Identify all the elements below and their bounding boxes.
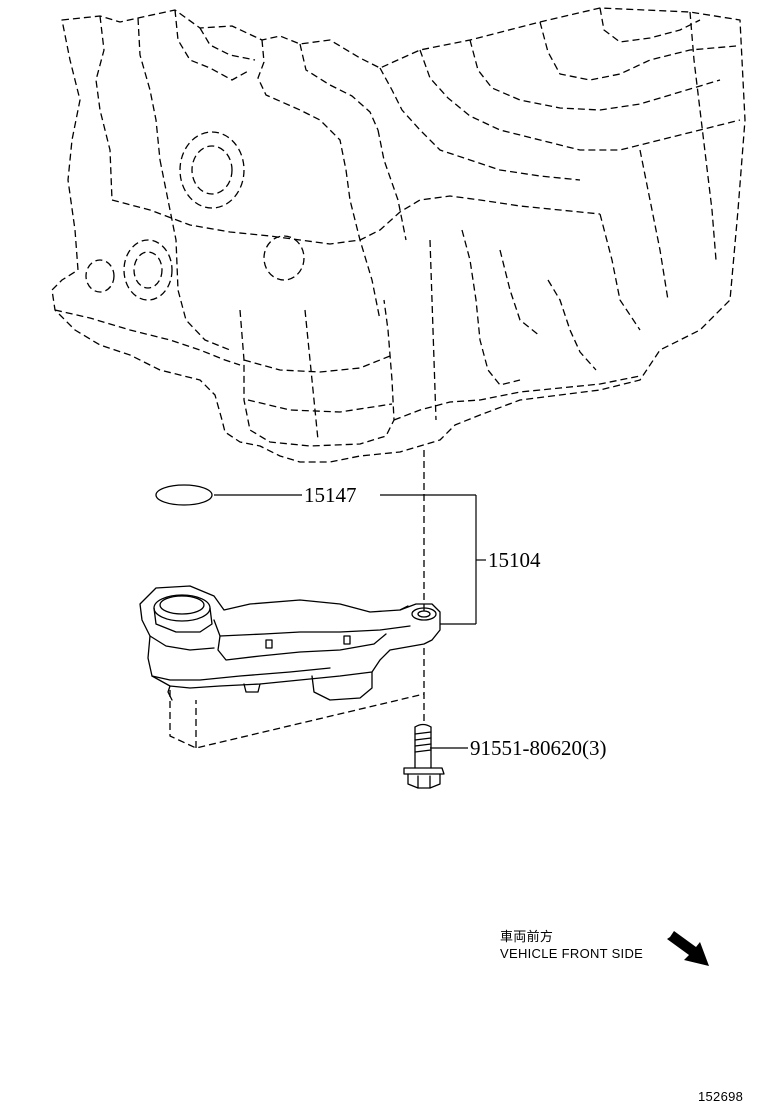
engine-block-outline xyxy=(51,7,746,463)
direction-label-english: VEHICLE FRONT SIDE xyxy=(500,946,643,961)
illustration-id: 152698 xyxy=(698,1089,743,1104)
flange-bolt-part xyxy=(403,723,445,789)
leader-lines xyxy=(214,494,486,749)
direction-label-japanese: 車両前方 xyxy=(500,929,553,944)
o-ring-part xyxy=(155,484,213,506)
oil-strainer-part xyxy=(139,585,441,749)
part-number-strainer: 15104 xyxy=(488,548,541,572)
front-direction-arrow-icon xyxy=(667,931,709,966)
part-number-bolt: 91551-80620(3) xyxy=(470,736,606,760)
part-number-oring: 15147 xyxy=(304,483,357,507)
